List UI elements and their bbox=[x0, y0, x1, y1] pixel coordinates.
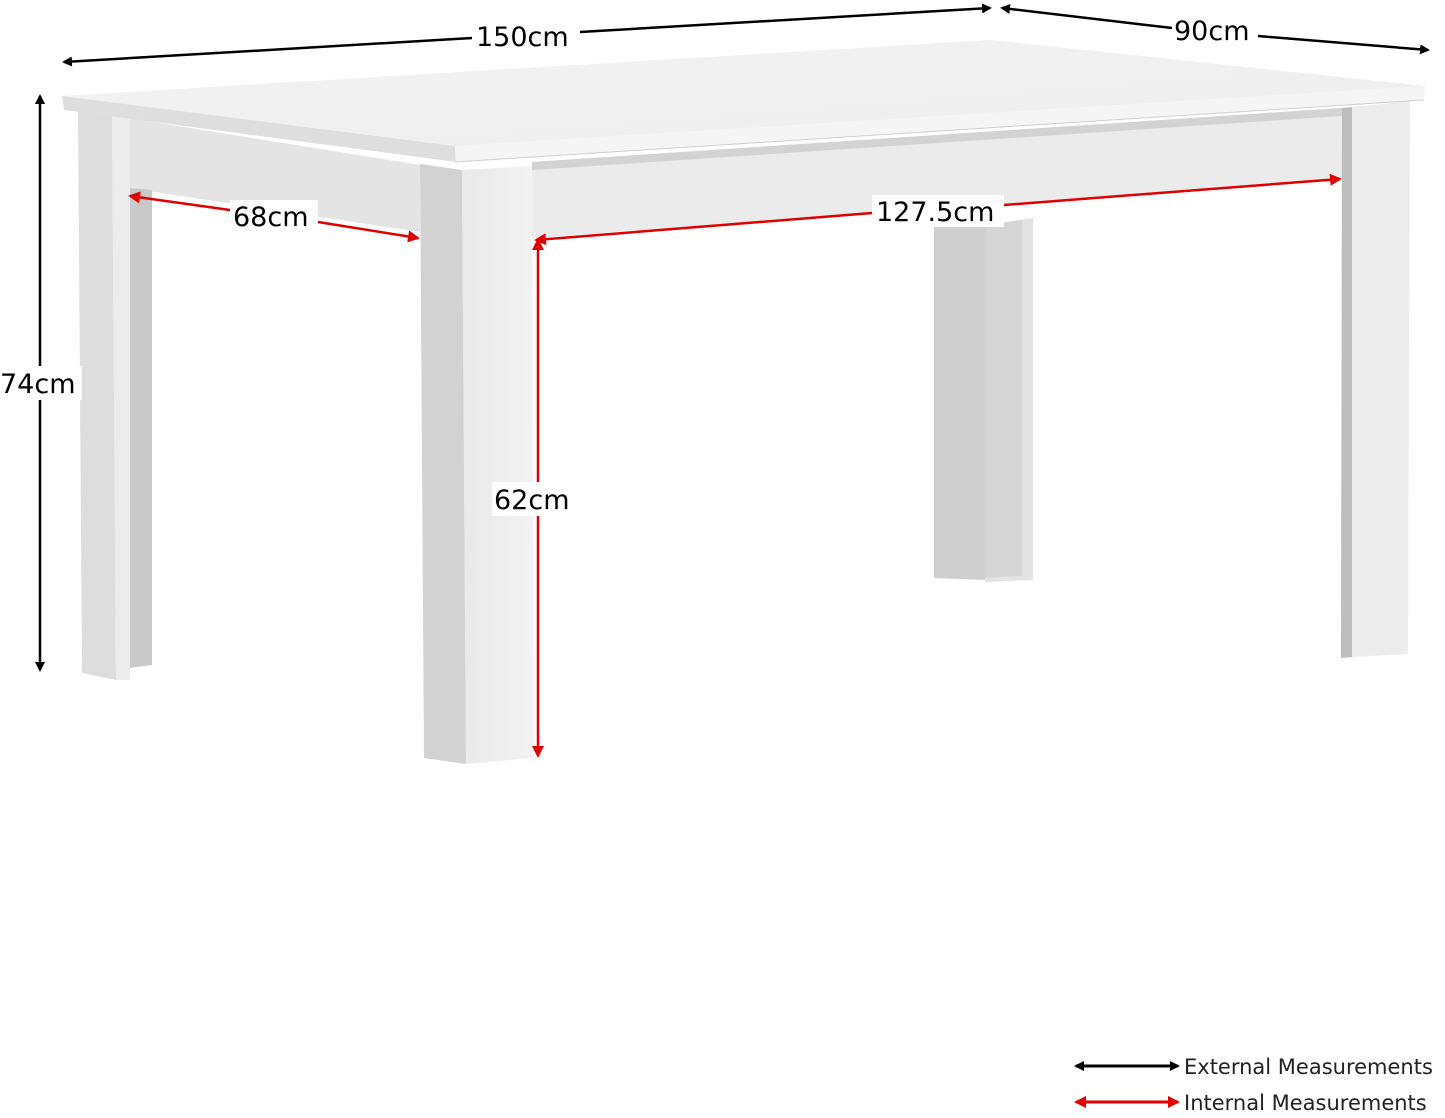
depth-label: 90cm bbox=[1174, 16, 1250, 47]
legend: External Measurements Internal Measureme… bbox=[1074, 1055, 1433, 1115]
apron-left bbox=[128, 118, 420, 232]
legend-item-internal: Internal Measurements bbox=[1074, 1091, 1427, 1115]
dimension-side-gap: 68cm bbox=[128, 191, 420, 243]
front-gap-label: 127.5cm bbox=[876, 197, 994, 228]
front-right-leg bbox=[1341, 101, 1410, 658]
table-top bbox=[62, 40, 1425, 163]
back-left-leg bbox=[78, 110, 152, 680]
legend-item-external: External Measurements bbox=[1074, 1055, 1433, 1079]
table-illustration bbox=[62, 40, 1425, 764]
dimension-leg-clearance: 62cm bbox=[492, 238, 580, 758]
legend-external-label: External Measurements bbox=[1184, 1055, 1433, 1079]
front-left-leg bbox=[420, 164, 534, 764]
dimension-depth: 90cm bbox=[1000, 3, 1430, 55]
dimension-front-gap: 127.5cm bbox=[534, 173, 1342, 246]
back-center-leg bbox=[934, 218, 1033, 582]
height-label: 74cm bbox=[0, 369, 76, 400]
length-label: 150cm bbox=[476, 22, 569, 53]
side-gap-label: 68cm bbox=[233, 202, 309, 233]
dimension-length: 150cm bbox=[62, 3, 992, 67]
dimension-height: 74cm bbox=[0, 94, 82, 672]
leg-clearance-label: 62cm bbox=[494, 485, 570, 516]
legend-internal-label: Internal Measurements bbox=[1184, 1091, 1427, 1114]
apron-front bbox=[532, 108, 1342, 238]
